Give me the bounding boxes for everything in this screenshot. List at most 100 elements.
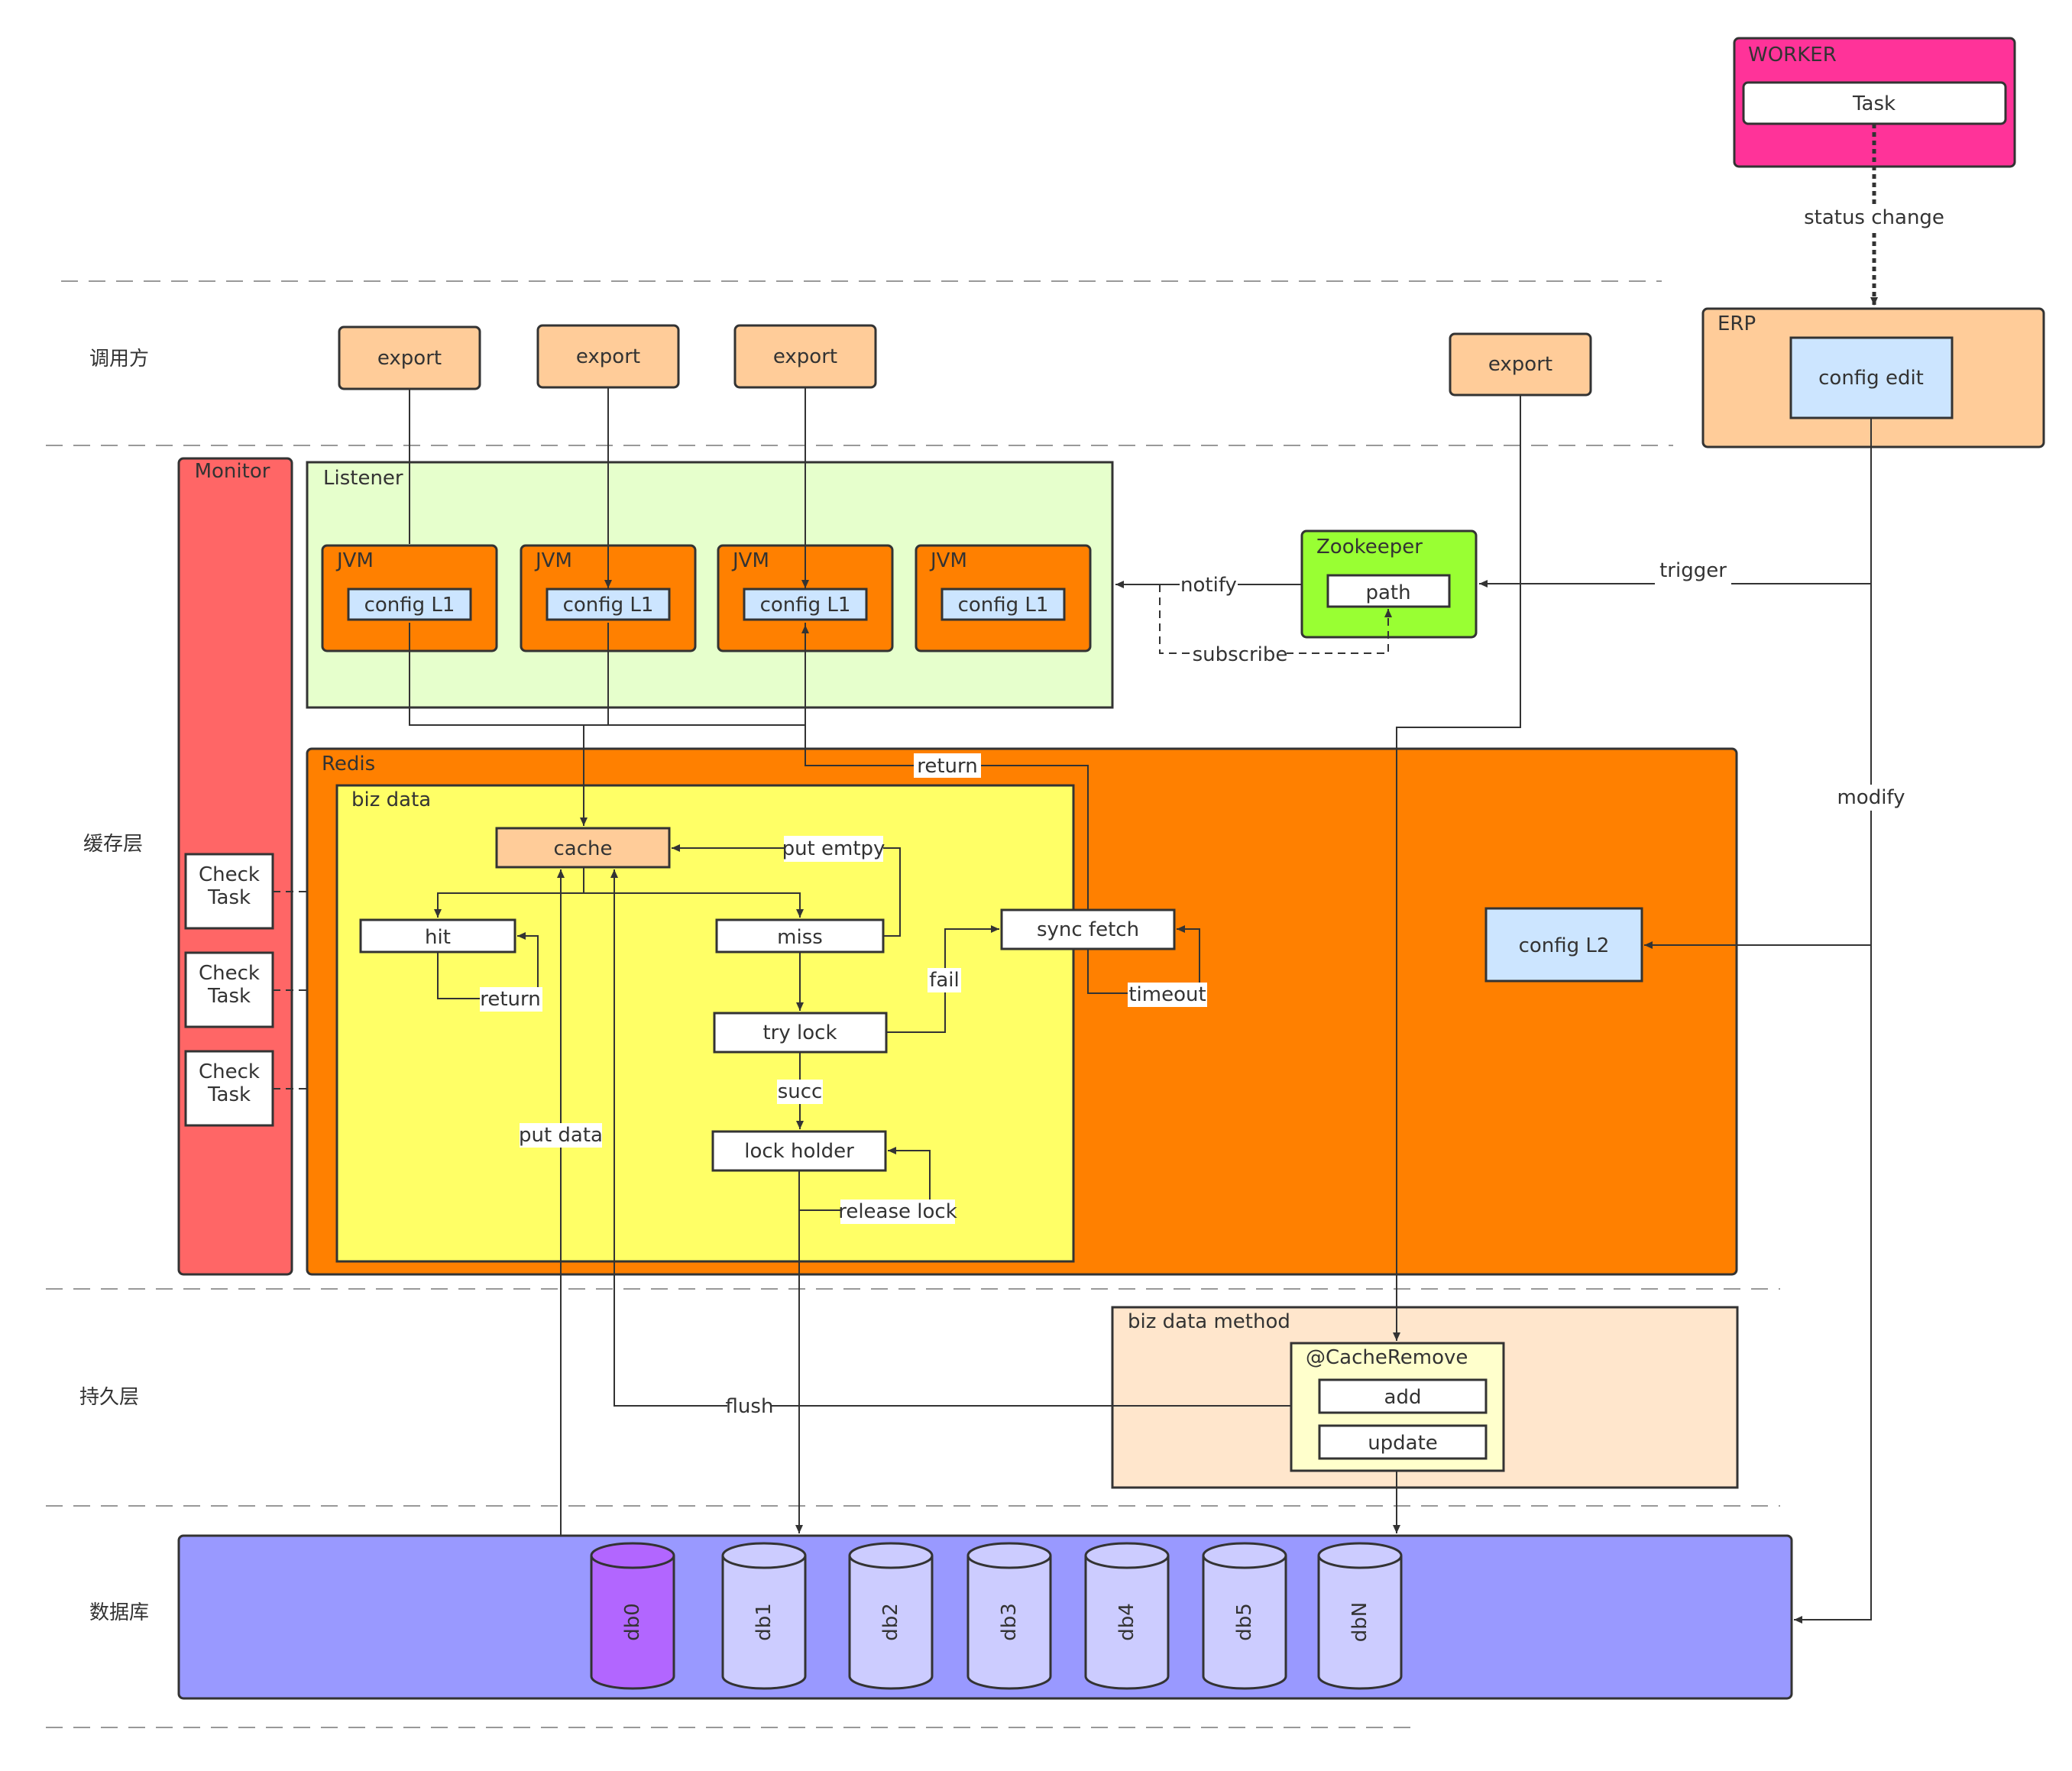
- db-cylinder-body: [721, 1556, 807, 1690]
- layer-label-persistence: 持久层: [79, 1386, 139, 1409]
- db-cylinder-body: [848, 1556, 934, 1690]
- sync-fetch-label: sync fetch: [1037, 918, 1139, 941]
- db-cylinder-top: [966, 1542, 1052, 1569]
- db-cylinder-body: [590, 1556, 675, 1690]
- zookeeper-path-label: path: [1365, 581, 1410, 604]
- release-lock-label: release lock: [838, 1200, 957, 1223]
- check-task-box-1: [184, 853, 274, 930]
- check-task-box-2: [184, 951, 274, 1028]
- subscribe-label: subscribe: [1193, 643, 1288, 666]
- jvm-title-3: JVM: [731, 549, 769, 572]
- monitor-title: Monitor: [195, 460, 270, 483]
- redis-return-label: return: [917, 755, 978, 778]
- status-change-label: status change: [1804, 206, 1944, 229]
- config-l1-label-2: config L1: [563, 594, 654, 617]
- connectors: [409, 387, 1872, 1624]
- flush-label: flush: [726, 1395, 774, 1418]
- jvm-title-4: JVM: [929, 549, 967, 572]
- db-cylinder-db5: db5: [1202, 1542, 1287, 1690]
- config-edit-box: [1789, 336, 1954, 419]
- config-edit-label: config edit: [1818, 367, 1924, 390]
- cache-to-miss-edge: [584, 892, 804, 918]
- config-l1-label-3: config L1: [760, 594, 851, 617]
- cache-label: cache: [554, 837, 613, 860]
- db-cylinder-db3: db3: [966, 1542, 1052, 1690]
- layer-label-caller: 调用方: [89, 348, 149, 371]
- export-label-4: export: [1488, 353, 1552, 376]
- connector-labels: notify subscribe trigger modify return p…: [480, 558, 1911, 1419]
- hit-label: hit: [425, 926, 451, 949]
- db-label-db4: db4: [1115, 1603, 1138, 1641]
- db-label-db5: db5: [1233, 1603, 1256, 1641]
- erp-title: ERP: [1717, 312, 1756, 335]
- db-cylinder-body: [966, 1556, 1052, 1690]
- check-task-line: Check: [199, 863, 260, 886]
- timeout-label: timeout: [1128, 983, 1206, 1006]
- check-task-box-3: [184, 1050, 274, 1127]
- config-l1-box-2: [546, 588, 671, 621]
- db-cylinder-top: [1317, 1542, 1403, 1569]
- jvm-title-1: JVM: [335, 549, 374, 572]
- worker-group: WORKER Task: [1733, 37, 2016, 168]
- modify-label: modify: [1837, 786, 1905, 809]
- config-l1-label-1: config L1: [364, 594, 455, 617]
- layer-label-cache: 缓存层: [83, 833, 143, 856]
- db-label-db1: db1: [753, 1603, 775, 1641]
- put-empty-label: put emtpy: [782, 837, 885, 860]
- listener-title: Listener: [323, 467, 403, 490]
- zookeeper-path-box: [1326, 574, 1451, 608]
- db-cylinder-db2: db2: [848, 1542, 934, 1690]
- biz-data-group: biz data cache hit miss try lock sync fe…: [335, 784, 1176, 1263]
- db-cylinder-body: [1317, 1556, 1403, 1690]
- trigger-label: trigger: [1659, 559, 1727, 582]
- config-l2-label: config L2: [1519, 934, 1610, 957]
- db-cylinder-body: [1202, 1556, 1287, 1690]
- task-label: Task: [1852, 92, 1896, 115]
- db-cylinder-top: [1084, 1542, 1170, 1569]
- db-cylinder-top: [590, 1542, 675, 1569]
- check-task-line: Task: [207, 1083, 251, 1106]
- redis-title: Redis: [322, 753, 375, 775]
- erp-group: ERP config edit: [1701, 307, 2045, 448]
- update-label: update: [1368, 1432, 1438, 1455]
- worker-title: WORKER: [1748, 44, 1837, 66]
- layer-label-database: 数据库: [89, 1601, 149, 1624]
- config-l2-box: [1484, 907, 1643, 983]
- add-label: add: [1384, 1386, 1422, 1409]
- export-label-1: export: [377, 347, 442, 370]
- config-l1-label-4: config L1: [958, 594, 1049, 617]
- fail-label: fail: [929, 969, 960, 992]
- db-cylinder-top: [1202, 1542, 1287, 1569]
- jvm-title-2: JVM: [534, 549, 572, 572]
- flush-edge: [610, 869, 1291, 1407]
- modify-edge: [1794, 418, 1872, 1624]
- hit-return-label: return: [480, 988, 541, 1011]
- biz-method-title: biz data method: [1128, 1310, 1290, 1333]
- biz-data-container: [335, 784, 1075, 1263]
- cache-to-hit-edge: [434, 867, 584, 918]
- db-cylinder-body: [1084, 1556, 1170, 1690]
- check-task-line: Task: [207, 886, 251, 909]
- db-label-db3: db3: [998, 1603, 1021, 1641]
- cache-remove-annotation: @CacheRemove: [1306, 1346, 1468, 1369]
- zookeeper-title: Zookeeper: [1316, 536, 1423, 558]
- lock-holder-label: lock holder: [744, 1140, 854, 1163]
- export-label-3: export: [773, 345, 837, 368]
- db-cylinder-top: [848, 1542, 934, 1569]
- update-box: [1318, 1424, 1488, 1460]
- status-change-label-bg: [1803, 205, 1945, 232]
- succ-label: succ: [778, 1080, 823, 1103]
- db-cylinder-dbN: dbN: [1317, 1542, 1403, 1690]
- try-lock-box: [713, 1012, 888, 1054]
- db-cylinder-top: [721, 1542, 807, 1569]
- notify-label: notify: [1180, 574, 1237, 597]
- jvm-to-cache-edge-a: [409, 623, 609, 726]
- listener-group: Listener JVM config L1 JVM config L1 JVM conf…: [306, 461, 1114, 709]
